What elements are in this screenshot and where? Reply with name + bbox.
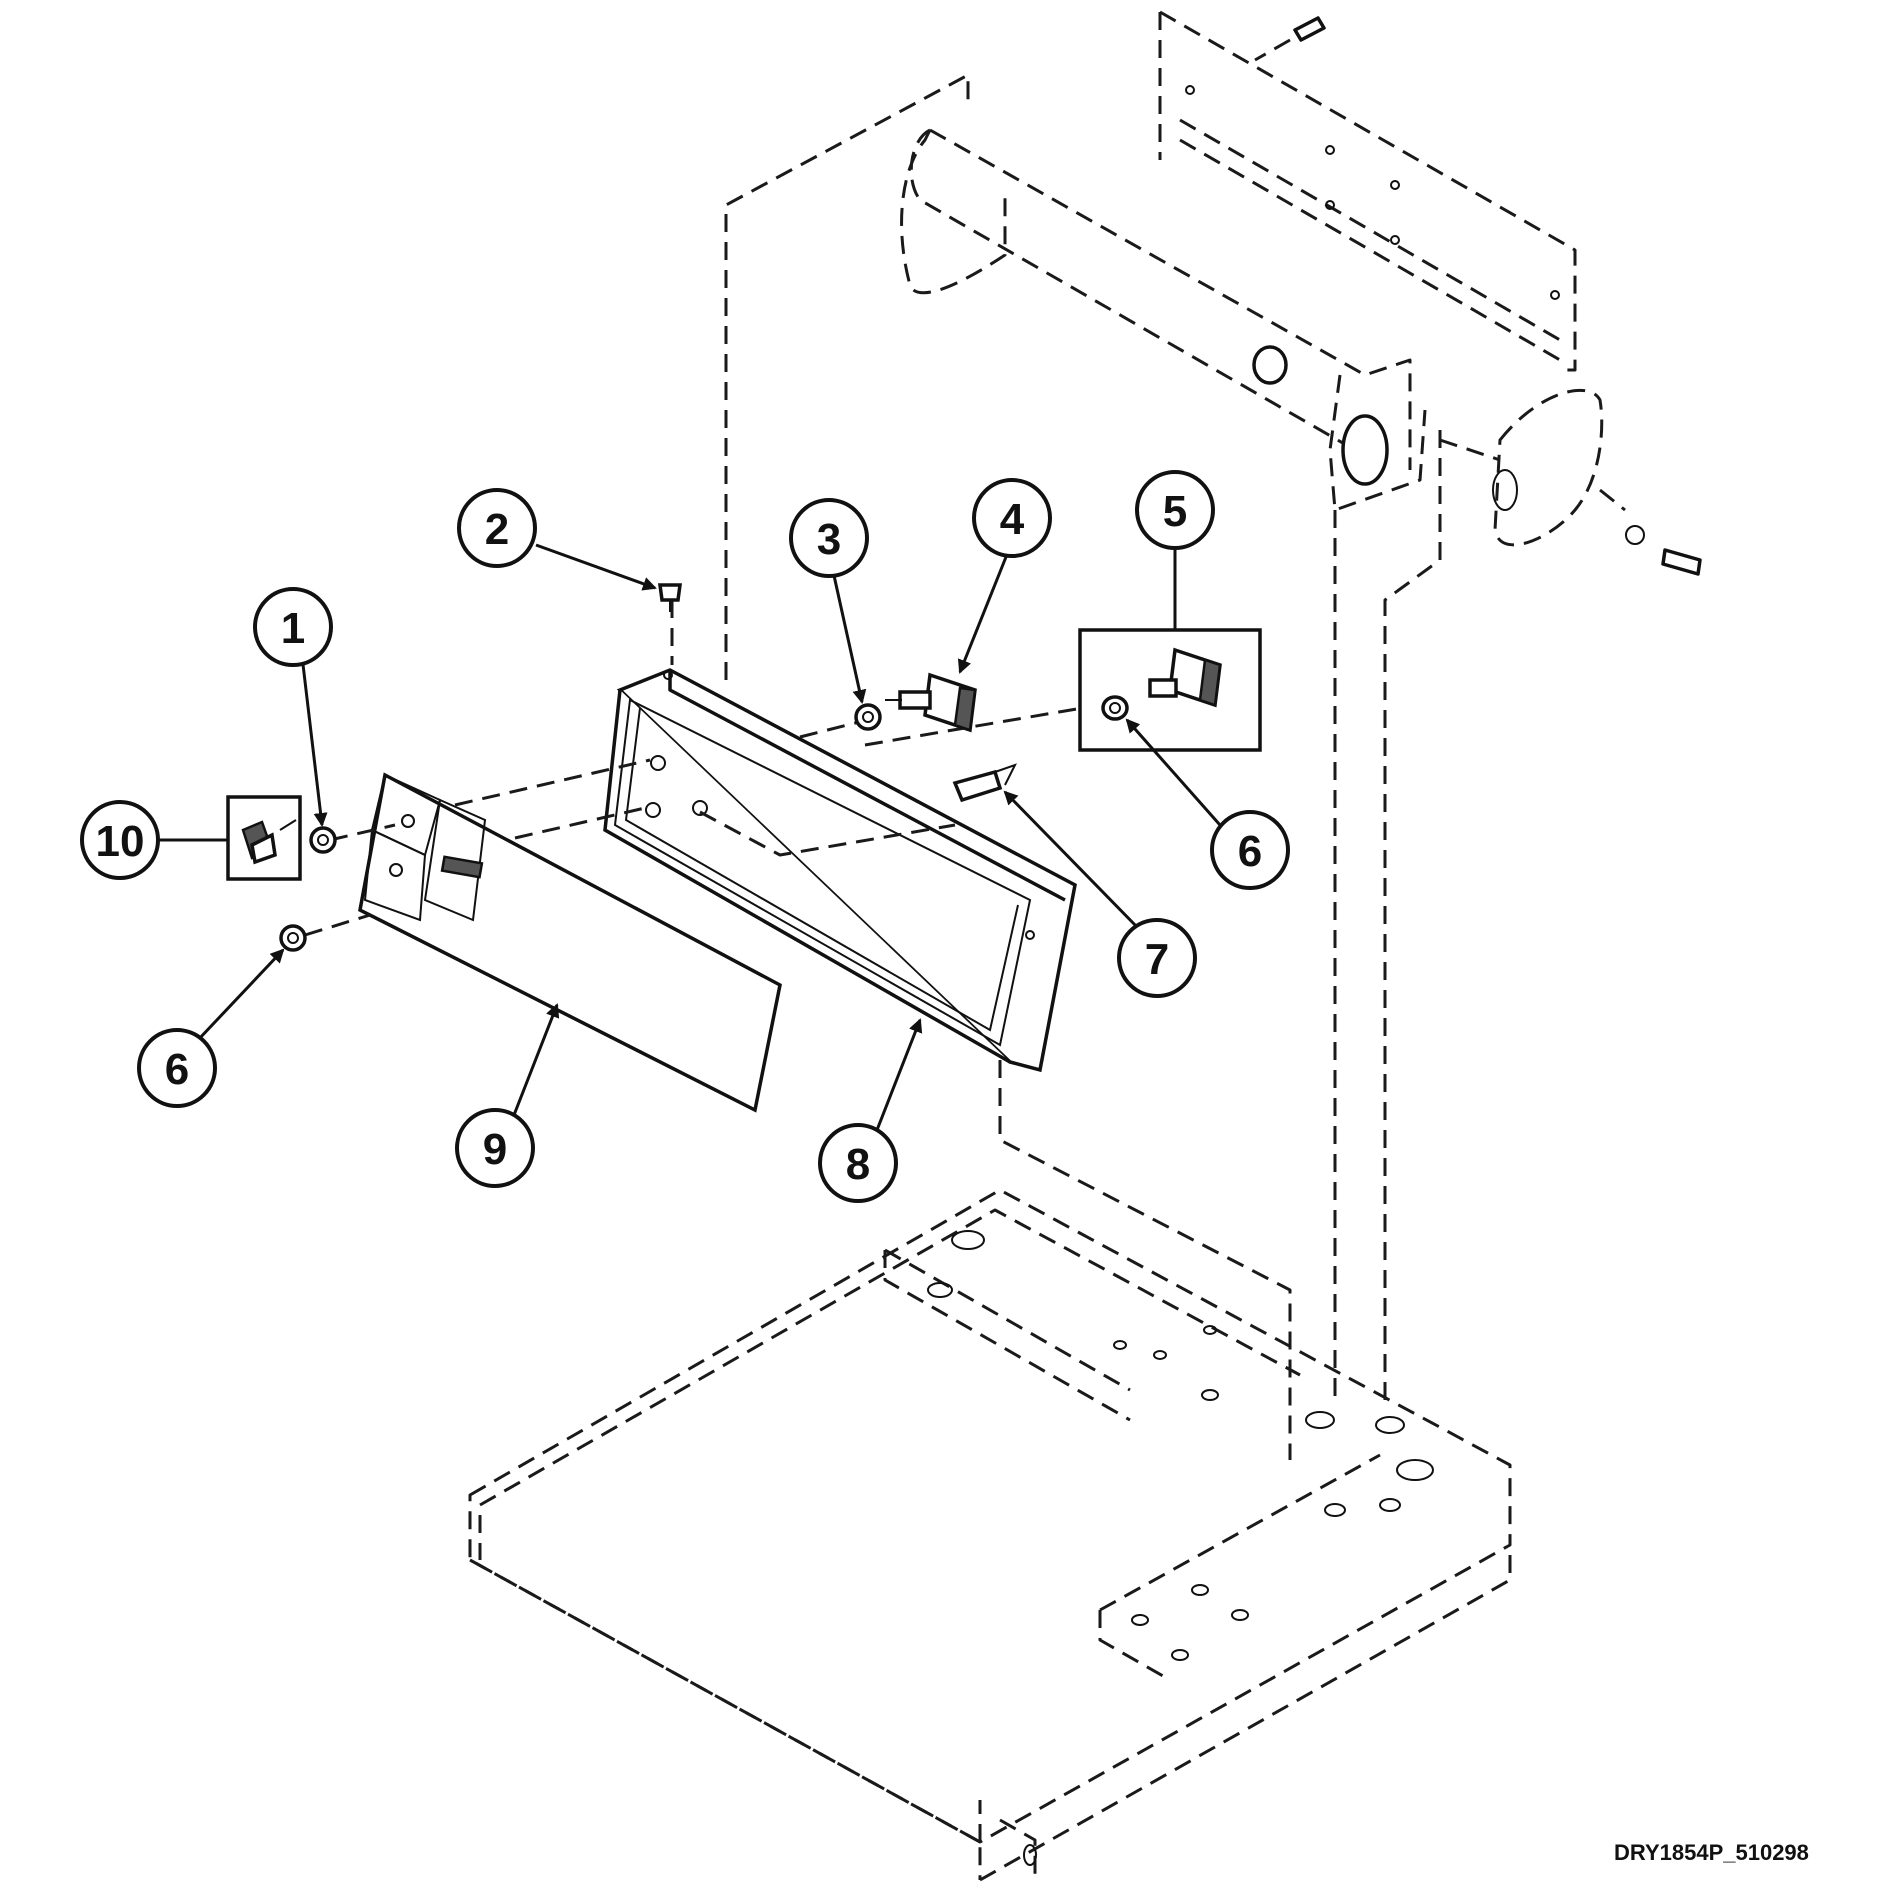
callout-5: 5: [1135, 470, 1215, 630]
callout-4: 4: [957, 478, 1052, 674]
part-5-switch-box: [1078, 628, 1262, 752]
callout-label: 6: [165, 1045, 189, 1094]
cabinet-outline: [468, 10, 1626, 1882]
part-3-washer: [854, 703, 882, 731]
console-hardware: [1185, 16, 1702, 576]
callout-label: 5: [1163, 487, 1187, 536]
callout-10: 10: [80, 800, 228, 880]
part-4-switch: [885, 672, 977, 733]
drawing-id-caption: DRY1854P_510298: [1614, 1840, 1809, 1865]
base-holes: [927, 1230, 1434, 1866]
callout-label: 6: [1238, 827, 1262, 876]
callouts: 1 2 3 4 5 6: [80, 470, 1290, 1203]
callout-2: 2: [457, 488, 657, 591]
callout-8: 8: [818, 1018, 923, 1203]
part-2-screw: [658, 583, 682, 612]
callout-3: 3: [789, 498, 869, 704]
callout-label: 2: [485, 505, 509, 554]
part-10-knob-box: [226, 795, 337, 881]
callout-label: 8: [846, 1140, 870, 1189]
callout-6-left: 6: [137, 948, 285, 1108]
callout-label: 4: [1000, 495, 1025, 544]
callout-label: 9: [483, 1125, 507, 1174]
callout-7: 7: [1003, 790, 1197, 998]
callout-label: 3: [817, 515, 841, 564]
callout-label: 1: [281, 604, 305, 653]
callout-label: 7: [1145, 935, 1169, 984]
callout-label: 10: [96, 817, 145, 866]
part-7-indicator-lamp: [952, 763, 1017, 803]
part-6-nut-left: [279, 924, 307, 952]
assembly-lines: [304, 600, 1101, 937]
callout-1: 1: [253, 587, 333, 827]
callout-9: 9: [455, 1003, 560, 1188]
overlay-panel-part-9: [358, 772, 782, 1113]
callout-6-right: 6: [1125, 718, 1290, 890]
